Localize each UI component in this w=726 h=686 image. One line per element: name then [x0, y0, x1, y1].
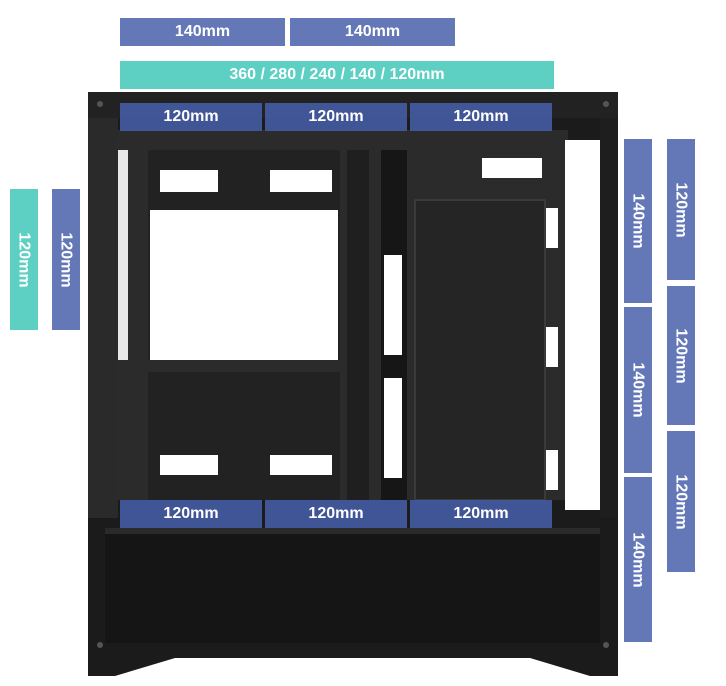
front-120-label-3: 120mm — [667, 431, 695, 572]
cable-slot-2 — [384, 378, 402, 478]
bottom-fan-label-2: 120mm — [265, 500, 407, 528]
mb-tray-strip — [347, 150, 369, 500]
tray-hole — [270, 455, 332, 475]
top-inner-fan-label-1: 120mm — [120, 103, 262, 131]
rear-radiator-label-text: 120mm — [16, 231, 33, 288]
bottom-fan-label-1: 120mm — [120, 500, 262, 528]
screw — [97, 101, 103, 107]
top-inner-fan-label-2: 120mm — [265, 103, 407, 131]
screw — [603, 101, 609, 107]
radiator-support-label: 360 / 280 / 240 / 140 / 120mm — [120, 61, 554, 89]
top-inner-fan-label-3: 120mm — [410, 103, 552, 131]
front-120-label-1-text: 120mm — [673, 181, 690, 238]
tray-hole — [270, 170, 332, 192]
case-glass-left — [118, 150, 128, 360]
tray-hole — [160, 170, 218, 192]
front-140-label-2: 140mm — [624, 307, 652, 473]
front-140-label-3-text: 140mm — [630, 531, 647, 588]
top-fan-label-2: 140mm — [290, 18, 455, 46]
rear-radiator-label: 120mm — [10, 189, 38, 330]
fan-clip — [546, 327, 558, 367]
fan-clip — [546, 208, 558, 248]
rear-fan-label: 120mm — [52, 189, 80, 330]
front-120-label-2: 120mm — [667, 286, 695, 425]
top-fan-label-1: 140mm — [120, 18, 285, 46]
drive-plate — [414, 199, 546, 501]
rear-fan-label-text: 120mm — [58, 231, 75, 288]
front-140-label-1-text: 140mm — [630, 193, 647, 249]
screw — [603, 642, 609, 648]
front-120-label-1: 120mm — [667, 139, 695, 280]
mb-tray-lower — [148, 372, 340, 500]
front-120-label-3-text: 120mm — [673, 473, 690, 530]
case-left-bezel — [88, 118, 118, 518]
front-140-label-3: 140mm — [624, 477, 652, 642]
case-foot-left — [88, 658, 175, 676]
screw — [97, 642, 103, 648]
front-120-label-2-text: 120mm — [673, 327, 690, 384]
case-glass-right — [565, 140, 605, 510]
tray-hole — [160, 455, 218, 475]
tray-hole — [482, 158, 542, 178]
case-foot-right — [530, 658, 618, 676]
cable-slot-1 — [384, 255, 402, 355]
front-140-label-2-text: 140mm — [630, 362, 647, 418]
mb-cutout — [150, 210, 338, 360]
psu-shroud-edge — [105, 528, 600, 534]
fan-clip — [546, 450, 558, 490]
psu-shroud — [105, 528, 600, 643]
front-140-label-1: 140mm — [624, 139, 652, 303]
case-right-frame — [600, 118, 618, 518]
bottom-fan-label-3: 120mm — [410, 500, 552, 528]
